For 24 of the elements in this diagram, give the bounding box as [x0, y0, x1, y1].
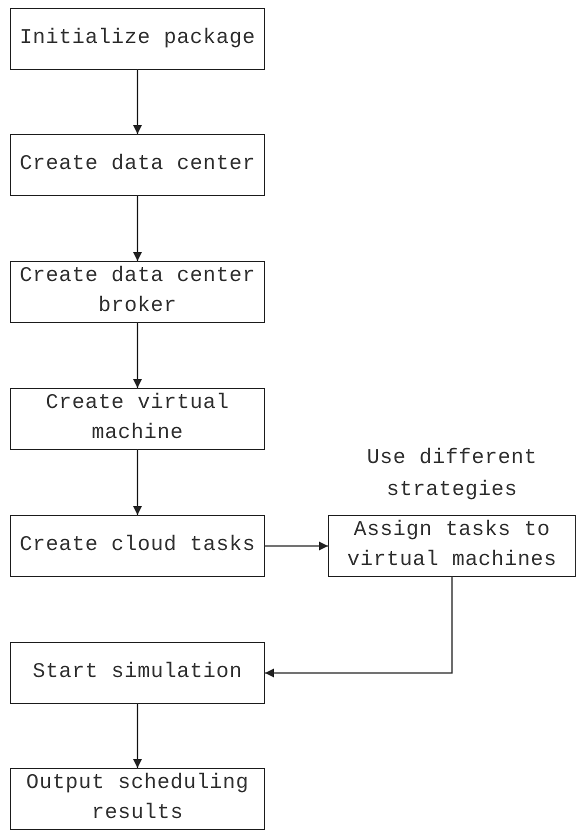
arrow [133, 323, 142, 388]
process-box [10, 768, 265, 830]
box-label: Create data center broker [18, 264, 256, 320]
box-label: Output scheduling results [25, 771, 250, 827]
box-label: Initialize package [20, 26, 256, 52]
process-box [10, 515, 265, 577]
box-label: Create virtual machine [44, 391, 230, 447]
process-box [328, 515, 576, 577]
arrow [133, 450, 142, 515]
process-box [10, 642, 265, 704]
arrow [133, 704, 142, 768]
box-label: Start simulation [32, 660, 242, 686]
process-box [10, 134, 265, 196]
box-label: Create data center [20, 152, 256, 178]
box-label: Assign tasks to virtual machines [346, 518, 558, 574]
box-label: Create cloud tasks [20, 533, 256, 559]
process-box [10, 388, 265, 450]
process-box [10, 8, 265, 70]
arrow [265, 542, 328, 550]
annotation-text: Use different strategies [366, 446, 538, 504]
arrow [133, 70, 142, 134]
process-box [10, 261, 265, 323]
arrow [133, 196, 142, 261]
arrow [265, 577, 453, 678]
